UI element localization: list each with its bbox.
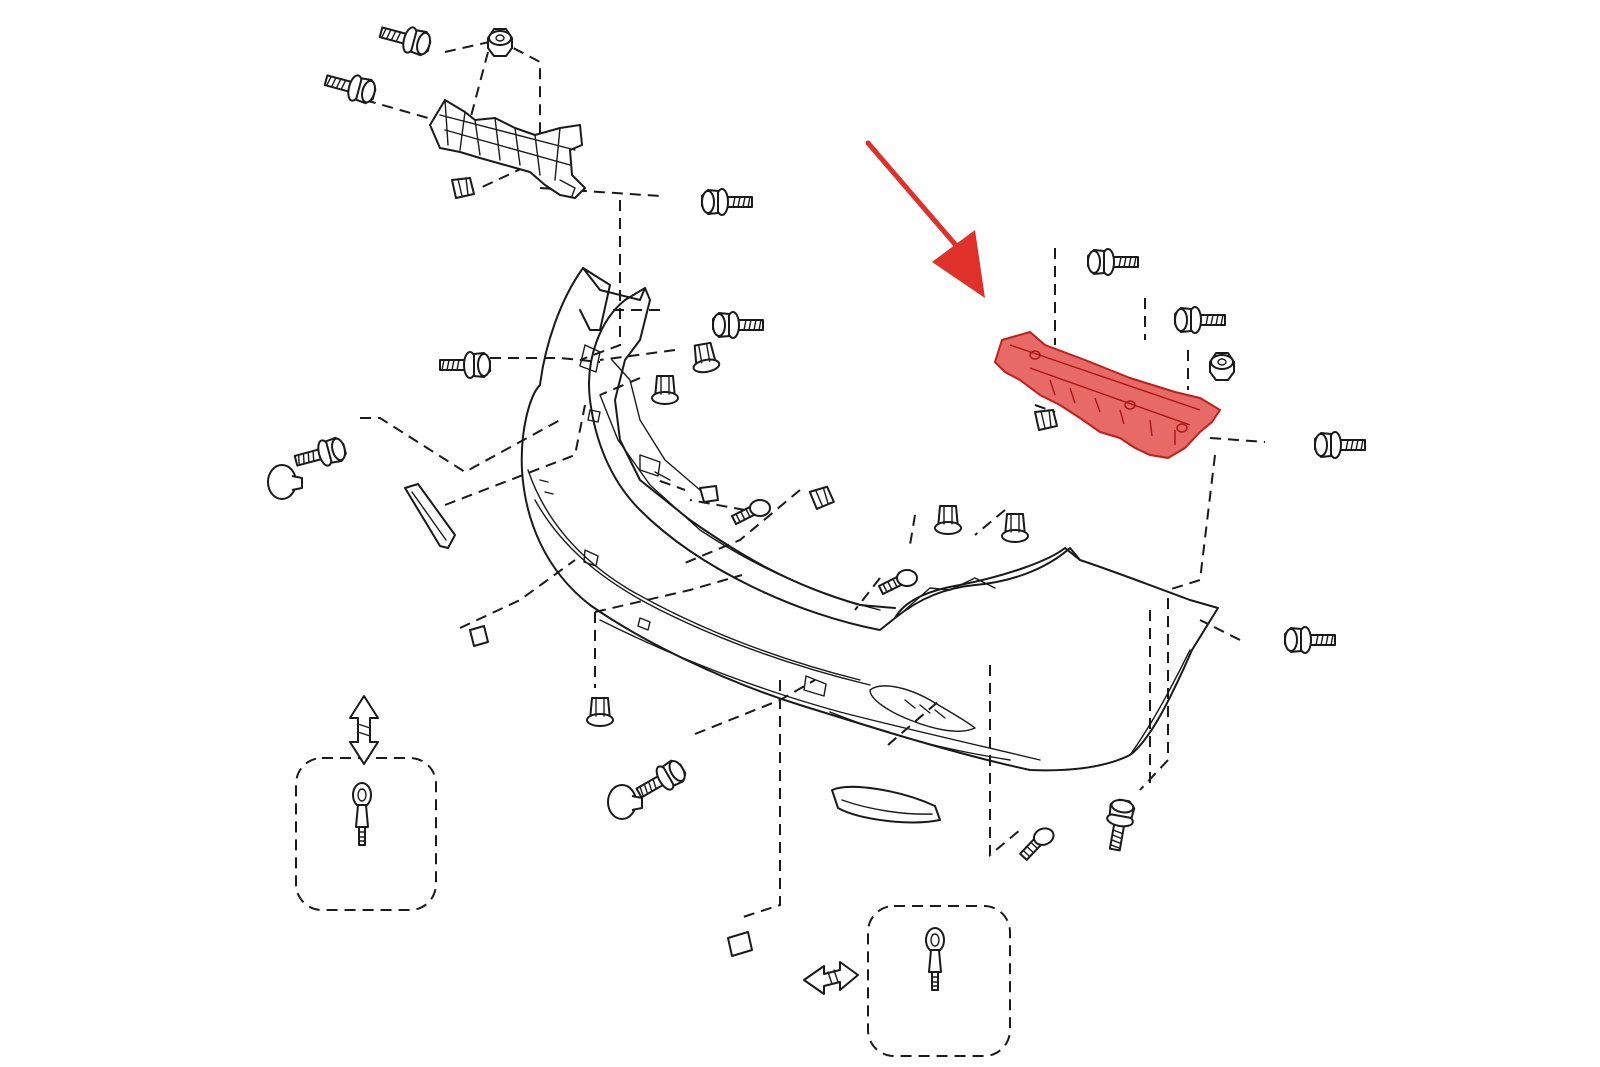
- bolt: [376, 18, 434, 59]
- retainer: [699, 485, 719, 503]
- reflector-rear: [831, 785, 941, 824]
- bolt: [1174, 306, 1226, 334]
- screw: [1013, 824, 1060, 863]
- plug: [586, 697, 614, 727]
- cap: [267, 464, 303, 500]
- bolt: [1087, 248, 1139, 276]
- reflectors: [404, 483, 941, 824]
- clip: [1034, 409, 1058, 431]
- callout-arrow: [865, 140, 985, 298]
- clip: [808, 485, 836, 511]
- plug: [651, 375, 679, 405]
- bolt: [1284, 626, 1336, 654]
- plug: [688, 340, 722, 376]
- retainer: [727, 931, 753, 957]
- bolt: [291, 434, 349, 475]
- bolt: [712, 311, 764, 339]
- left-bumper-bracket: [429, 99, 586, 199]
- nut: [487, 28, 513, 57]
- rear-bumper-right-bracket: [994, 331, 1221, 459]
- fasteners: [267, 28, 1235, 957]
- bolt: [1100, 797, 1138, 853]
- bolt: [1314, 431, 1366, 459]
- clip: [451, 177, 475, 199]
- vertical-arrow-icon: [349, 695, 379, 765]
- rear-bumper-cover: [520, 267, 1219, 772]
- bolt: [701, 188, 753, 216]
- leader-lines: [360, 38, 1266, 919]
- screw: [878, 569, 918, 595]
- tow-hook: [925, 927, 945, 991]
- nut: [1209, 352, 1235, 381]
- plug: [934, 505, 962, 535]
- tow-hook: [352, 782, 372, 846]
- tow-hook-inset-left: [295, 695, 437, 911]
- bolt: [321, 66, 379, 107]
- retainer: [469, 625, 489, 647]
- tow-hook-inset-right: [803, 905, 1011, 1057]
- plug: [1001, 513, 1029, 543]
- horizontal-arrow-icon: [803, 961, 859, 995]
- bolt: [439, 351, 491, 379]
